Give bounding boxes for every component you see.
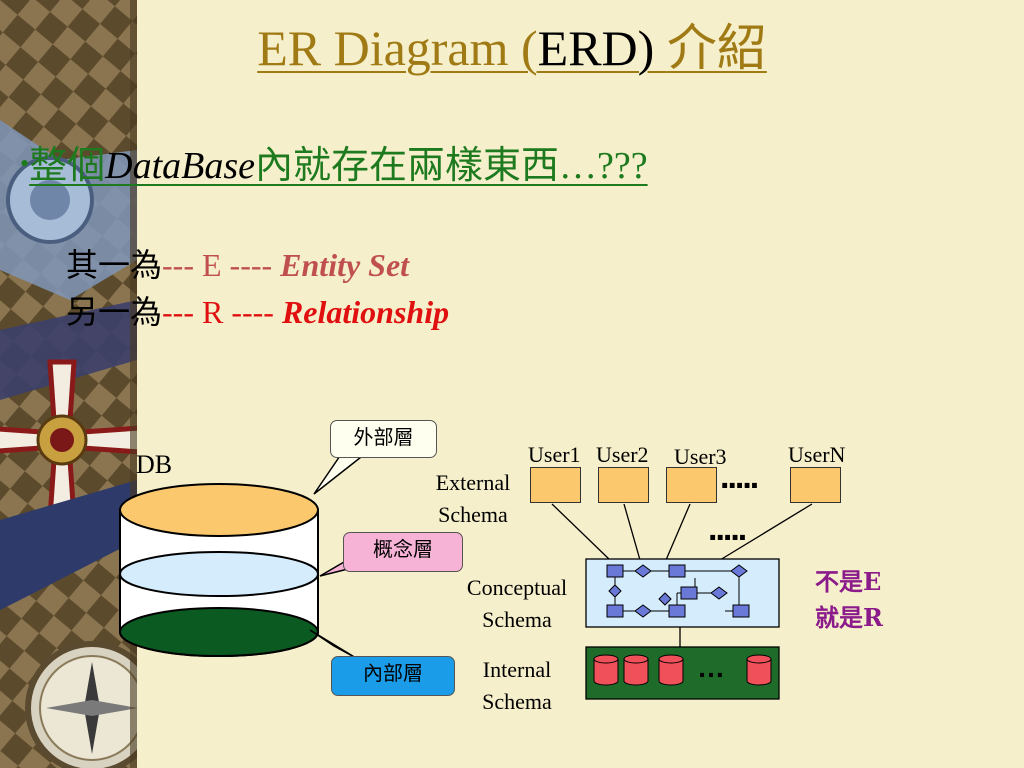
user3-box [666,467,717,503]
conceptual-schema-box [585,558,780,628]
conceptual-schema-label: Conceptual Schema [450,572,584,636]
user2-label: User2 [596,442,649,467]
note-is-r: 就是R [815,603,883,632]
internal-schema-line2: Schema [482,689,552,714]
internal-layer-callout: 內部層 [331,656,455,696]
internal-schema-line1: Internal [482,657,552,682]
entity-line: 其一為--- E ---- Entity Set [66,240,409,286]
note-not-e: 不是E [815,567,882,596]
db-label: DB [136,450,173,479]
conceptual-layer-callout: 概念層 [343,532,463,572]
db-internal-layer [119,607,319,657]
user1-label: User1 [528,442,581,467]
usern-label: UserN [788,442,846,467]
usern-box [790,467,841,503]
internal-ellipsis: … [697,652,725,683]
title-underline: ER Diagram (ERD) 介紹 [257,20,767,76]
entity-line-term: Entity Set [280,247,410,283]
users-ellipsis-top: ..... [720,458,759,496]
decorative-side-strip [0,0,137,768]
bullet-suffix: 內就存在兩樣東西…??? [255,145,648,187]
entity-line-letter: E [201,247,222,283]
relationship-line-term: Relationship [281,294,450,330]
external-schema-label: External Schema [420,467,526,531]
relationship-line-zh: 另一為 [66,294,163,330]
db-conceptual-layer [119,551,319,597]
external-schema-line1: External [435,470,511,495]
schema-connector-lines [551,503,813,648]
users-ellipsis-bottom: ..... [708,510,747,548]
external-layer-callout: 外部層 [330,420,437,458]
title-key: ERD) [537,20,667,76]
bullet-prefix: 整個 [29,145,106,187]
user1-box [530,467,581,503]
relationship-line-sep2: ---- [223,294,282,330]
relationship-line-letter: R [201,294,224,330]
title-main: ER Diagram ( [257,20,538,76]
db-cylinder [119,483,319,657]
user2-box [598,467,649,503]
entity-line-sep2: ---- [221,247,281,283]
internal-schema-box [585,646,780,700]
user3-label: User3 [674,444,727,469]
entity-line-sep1: --- [162,247,202,283]
db-external-layer [119,483,319,537]
conceptual-schema-line2: Schema [482,607,552,632]
external-schema-line2: Schema [438,502,508,527]
internal-schema-label: Internal Schema [462,654,572,718]
decorative-collage-image [0,0,137,768]
callout-pointers [309,449,373,659]
relationship-line: 另一為--- R ---- Relationship [66,287,449,333]
bullet-database: DataBase [105,145,255,187]
conceptual-schema-line1: Conceptual [466,575,568,600]
relationship-line-sep1: --- [162,294,202,330]
bullet-marker: • [20,149,30,178]
slide-title: ER Diagram (ERD) 介紹 [0,8,1024,80]
title-zh: 介紹 [666,20,767,76]
entity-line-zh: 其一為 [66,247,163,283]
bullet-underline: 整個DataBase內就存在兩樣東西…??? [29,145,648,187]
bullet-point: •整個DataBase內就存在兩樣東西…??? [20,134,648,189]
